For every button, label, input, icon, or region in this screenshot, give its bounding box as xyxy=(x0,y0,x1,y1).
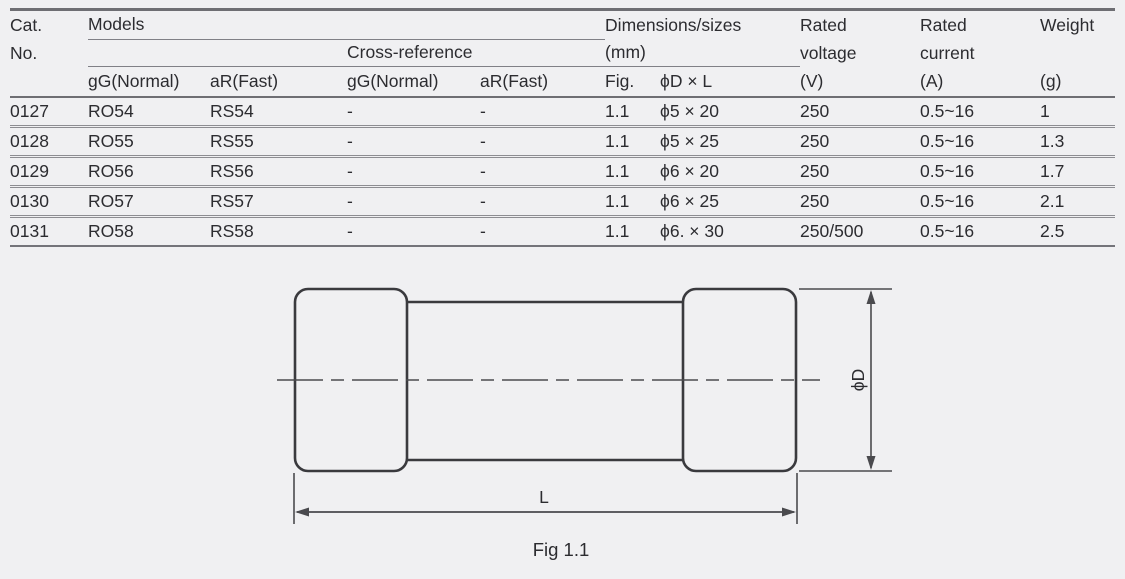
header-no: No. xyxy=(10,42,38,63)
dim-d-arrow-down-icon xyxy=(866,456,876,470)
table-row: 0130 RO57 RS57 - - 1.1 ϕ6 × 25 250 0.5~1… xyxy=(10,188,1116,218)
header-fig: Fig. xyxy=(605,67,661,98)
cell-rated-current: 0.5~16 xyxy=(920,128,1041,158)
table-body: 0127 RO54 RS54 - - 1.1 ϕ5 × 20 250 0.5~1… xyxy=(10,98,1116,247)
diameter-label: ϕD xyxy=(848,369,868,391)
header-dimensions-line1: Dimensions/sizes xyxy=(605,14,742,35)
cell-rated-voltage: 250 xyxy=(800,158,921,188)
cell-rated-voltage: 250 xyxy=(800,128,921,158)
cell-ar-model: RS55 xyxy=(210,128,347,158)
cell-gg-cross: - xyxy=(347,218,480,247)
fuse-spec-table: Cat. Models Dimensions/sizes Rated Rated… xyxy=(10,8,1116,247)
cell-gg-model: RO55 xyxy=(88,128,210,158)
cell-fig: 1.1 xyxy=(605,218,661,247)
header-cat: Cat. xyxy=(10,14,43,35)
cell-gg-model: RO56 xyxy=(88,158,210,188)
cell-weight: 2.5 xyxy=(1040,218,1116,247)
header-gg-normal-models: gG(Normal) xyxy=(88,67,210,98)
header-row-1: Cat. Models Dimensions/sizes Rated Rated… xyxy=(10,11,1115,40)
header-rated-voltage-line1: Rated xyxy=(800,14,847,35)
cell-ar-cross: - xyxy=(480,98,606,128)
cell-rated-current: 0.5~16 xyxy=(920,218,1041,247)
header-rated-current-line2: current xyxy=(920,42,975,63)
cell-ar-cross: - xyxy=(480,158,606,188)
cell-d-x-l: ϕ5 × 25 xyxy=(660,128,801,158)
dim-l-arrow-right-icon xyxy=(782,507,796,517)
header-catno-spacer xyxy=(10,67,88,98)
cell-ar-model: RS56 xyxy=(210,158,347,188)
header-models-spacer xyxy=(88,40,347,67)
cell-gg-cross: - xyxy=(347,158,480,188)
cell-ar-cross: - xyxy=(480,218,606,247)
dim-l-arrow-left-icon xyxy=(295,507,309,517)
cell-gg-model: RO58 xyxy=(88,218,210,247)
cell-d-x-l: ϕ5 × 20 xyxy=(660,98,801,128)
table-row: 0129 RO56 RS56 - - 1.1 ϕ6 × 20 250 0.5~1… xyxy=(10,158,1116,188)
header-dimensions-line2: (mm) xyxy=(605,40,801,67)
cell-ar-cross: - xyxy=(480,128,606,158)
cell-rated-voltage: 250/500 xyxy=(800,218,921,247)
cell-cat-no: 0128 xyxy=(10,128,88,158)
table-row: 0128 RO55 RS55 - - 1.1 ϕ5 × 25 250 0.5~1… xyxy=(10,128,1116,158)
cell-cat-no: 0131 xyxy=(10,218,88,247)
cell-rated-current: 0.5~16 xyxy=(920,158,1041,188)
cell-gg-cross: - xyxy=(347,98,480,128)
header-ar-fast-models: aR(Fast) xyxy=(210,67,347,98)
cell-fig: 1.1 xyxy=(605,128,661,158)
header-rated-current-line1: Rated xyxy=(920,14,967,35)
cell-ar-model: RS57 xyxy=(210,188,347,218)
cell-ar-model: RS54 xyxy=(210,98,347,128)
cell-d-x-l: ϕ6 × 20 xyxy=(660,158,801,188)
cell-fig: 1.1 xyxy=(605,98,661,128)
header-weight-line3: (g) xyxy=(1040,67,1116,98)
cell-ar-cross: - xyxy=(480,188,606,218)
length-label: L xyxy=(539,487,549,507)
cell-gg-model: RO57 xyxy=(88,188,210,218)
cell-d-x-l: ϕ6 × 25 xyxy=(660,188,801,218)
cell-cat-no: 0129 xyxy=(10,158,88,188)
cell-ar-model: RS58 xyxy=(210,218,347,247)
header-ar-fast-cross: aR(Fast) xyxy=(480,67,606,98)
cell-d-x-l: ϕ6. × 30 xyxy=(660,218,801,247)
table-header: Cat. Models Dimensions/sizes Rated Rated… xyxy=(10,11,1116,98)
cell-weight: 1 xyxy=(1040,98,1116,128)
header-cross-reference: Cross-reference xyxy=(347,40,606,67)
dim-d-arrow-up-icon xyxy=(866,290,876,304)
cell-gg-cross: - xyxy=(347,188,480,218)
table-row: 0131 RO58 RS58 - - 1.1 ϕ6. × 30 250/500 … xyxy=(10,218,1116,247)
figure-caption: Fig 1.1 xyxy=(533,539,590,560)
cell-fig: 1.1 xyxy=(605,158,661,188)
header-rated-voltage-line3: (V) xyxy=(800,67,921,98)
cell-weight: 2.1 xyxy=(1040,188,1116,218)
header-gg-normal-cross: gG(Normal) xyxy=(347,67,480,98)
header-rated-voltage-line2: voltage xyxy=(800,42,857,63)
header-models: Models xyxy=(88,11,606,40)
header-row-3: gG(Normal) aR(Fast) gG(Normal) aR(Fast) … xyxy=(10,67,1116,98)
cell-gg-cross: - xyxy=(347,128,480,158)
table-row: 0127 RO54 RS54 - - 1.1 ϕ5 × 20 250 0.5~1… xyxy=(10,98,1116,128)
cell-weight: 1.3 xyxy=(1040,128,1116,158)
cell-rated-current: 0.5~16 xyxy=(920,98,1041,128)
cell-rated-voltage: 250 xyxy=(800,98,921,128)
cell-fig: 1.1 xyxy=(605,188,661,218)
header-rated-current-line3: (A) xyxy=(920,67,1041,98)
header-row-2: No. Cross-reference (mm) voltage current xyxy=(10,40,1115,67)
header-weight-line1: Weight xyxy=(1040,14,1095,35)
cell-cat-no: 0127 xyxy=(10,98,88,128)
cell-rated-current: 0.5~16 xyxy=(920,188,1041,218)
cell-weight: 1.7 xyxy=(1040,158,1116,188)
cell-gg-model: RO54 xyxy=(88,98,210,128)
cell-cat-no: 0130 xyxy=(10,188,88,218)
header-d-x-l: ϕD × L xyxy=(660,67,801,98)
cell-rated-voltage: 250 xyxy=(800,188,921,218)
